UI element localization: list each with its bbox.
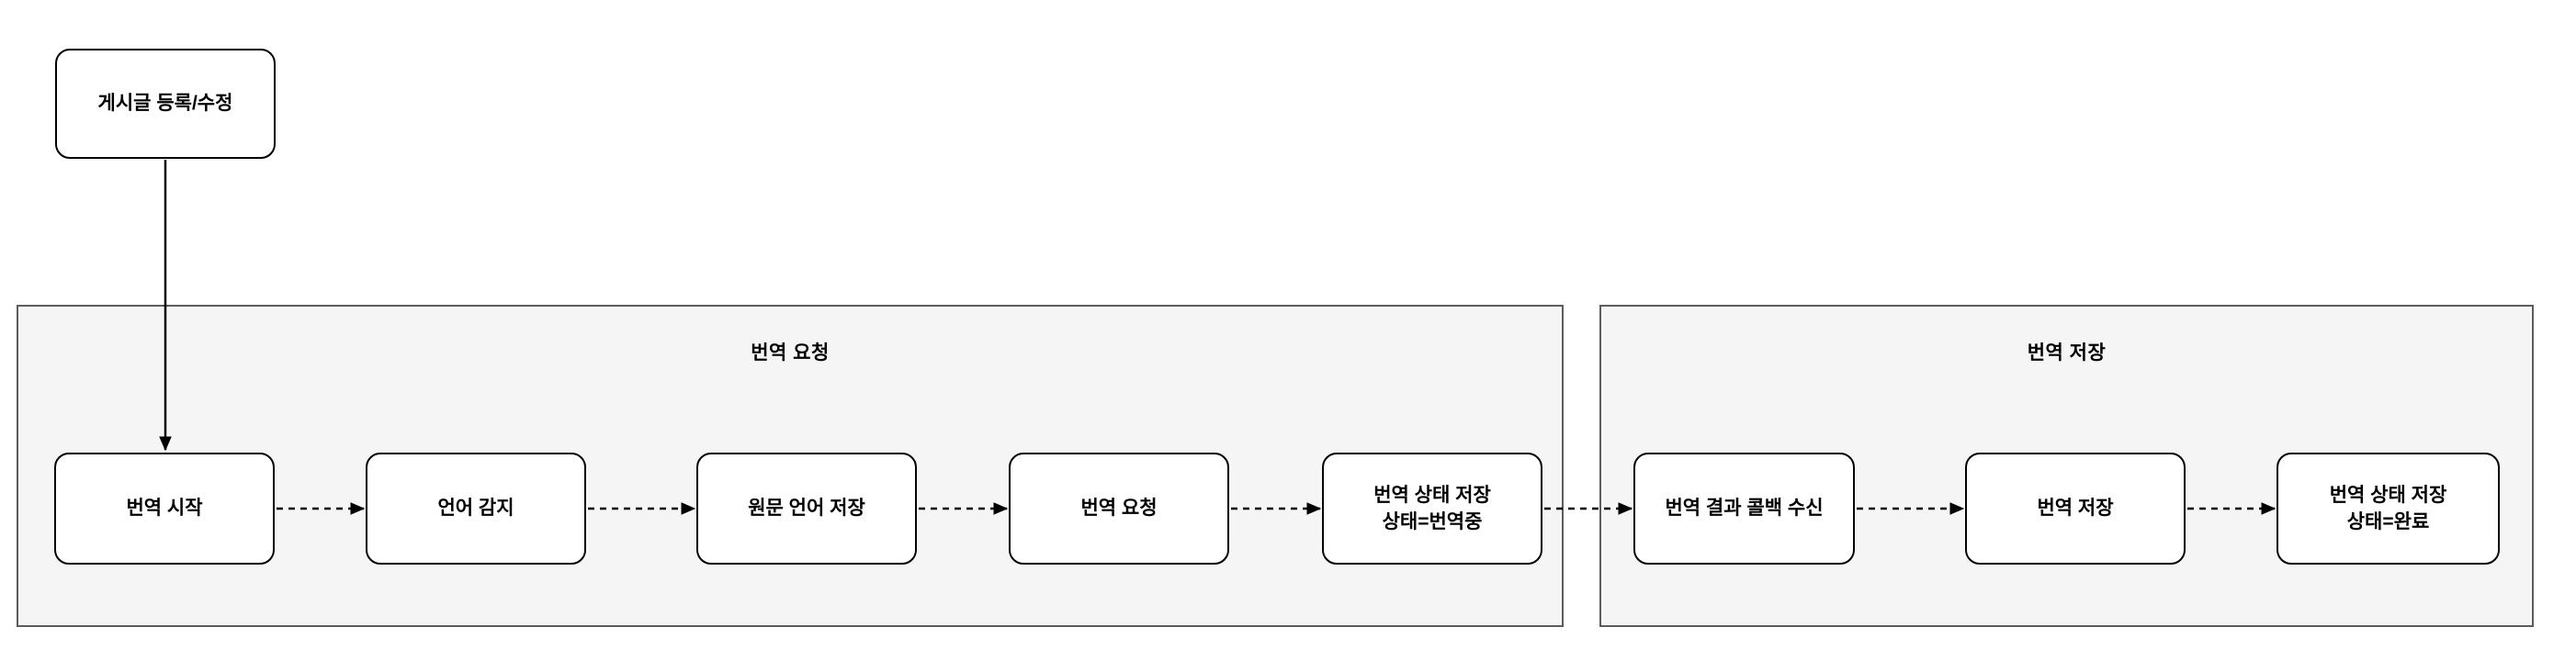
group-translation-save-title: 번역 저장 xyxy=(2027,342,2107,364)
node-translation-save: 번역 저장 xyxy=(1965,453,2186,565)
node-language-detect: 언어 감지 xyxy=(366,453,586,565)
node-source-language-save: 원문 언어 저장 xyxy=(696,453,917,565)
group-translation-request-title: 번역 요청 xyxy=(751,342,830,364)
node-translation-status-in-progress: 번역 상태 저장 상태=번역중 xyxy=(1322,453,1542,565)
node-translation-request: 번역 요청 xyxy=(1009,453,1229,565)
node-post-create-edit: 게시글 등록/수정 xyxy=(55,49,276,159)
node-translation-start: 번역 시작 xyxy=(54,453,275,565)
node-translation-callback-receive: 번역 결과 콜백 수신 xyxy=(1633,453,1855,565)
node-translation-status-complete: 번역 상태 저장 상태=완료 xyxy=(2277,453,2500,565)
